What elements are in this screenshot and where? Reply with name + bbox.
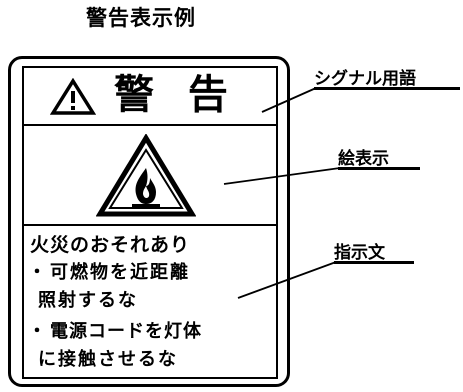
bullet-marker: ・ [28,262,46,283]
callout-instruction-text: 指示文 [334,243,385,263]
instruction-line: 電源コードを灯体 [50,321,202,342]
bullet-marker: ・ [28,321,46,342]
instruction-line: 照射するな [38,290,138,311]
instruction-heading: 火災のおそれあり [30,234,191,256]
signal-word: 警 告 [114,72,238,118]
pictogram-panel [24,126,276,226]
warning-label: 警 告 火災のおそれあり ・ 可燃物を近距離 照射するな ・ 電源コードを灯体 … [22,66,278,379]
instruction-line: 可燃物を近距離 [50,262,190,283]
callout-underline [338,167,420,170]
callout-underline [314,87,460,90]
leader-line-instruction-text [237,261,337,299]
callout-underline [334,261,414,264]
fire-hazard-icon [96,134,196,217]
instruction-panel: 火災のおそれあり ・ 可燃物を近距離 照射するな ・ 電源コードを灯体 に接触さ… [24,228,276,378]
warning-triangle-icon [50,78,96,115]
leader-line-pictogram [223,167,341,185]
page-title: 警告表示例 [86,6,196,30]
callout-pictogram: 絵表示 [338,149,389,169]
warning-label-outer-frame [8,56,290,387]
leader-line-signal-word [261,87,317,113]
callout-signal-word: シグナル用語 [314,69,416,89]
instruction-line: に接触させるな [38,349,178,370]
signal-word-panel: 警 告 [24,68,276,126]
